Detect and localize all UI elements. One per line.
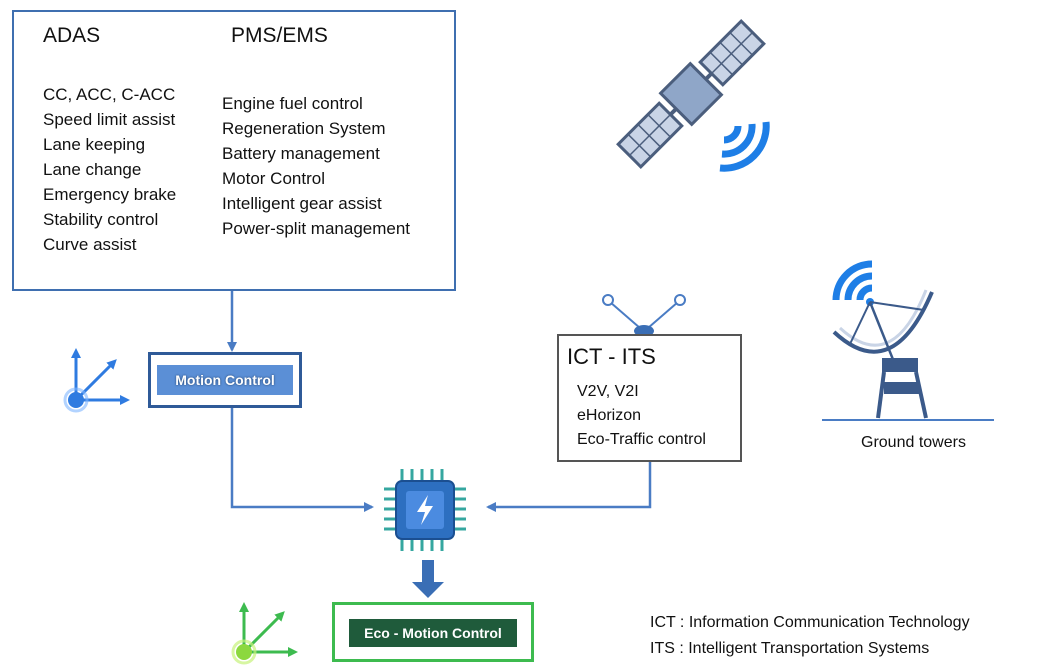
list-item: Lane change: [43, 160, 142, 179]
list-item: Stability control: [43, 210, 159, 229]
list-item: V2V, V2I: [577, 383, 639, 400]
list-item: eHorizon: [577, 407, 642, 424]
ict-its-box: ICT - ITS V2V, V2I eHorizon Eco-Traffic …: [557, 334, 742, 462]
motion-control-label: Motion Control: [157, 365, 293, 395]
legend-ict: ICT : Information Communication Technolo…: [650, 614, 970, 631]
arrow-motion-to-chip: [230, 408, 374, 512]
pms-heading: PMS/EMS: [231, 24, 328, 47]
list-item: Motor Control: [222, 169, 325, 188]
list-item: Intelligent gear assist: [222, 194, 382, 213]
axes-icon: [63, 348, 130, 413]
ground-towers-label: Ground towers: [861, 434, 966, 451]
list-item: Engine fuel control: [222, 94, 363, 113]
pms-list: Engine fuel control Regeneration System …: [222, 91, 410, 241]
legend-its: ITS : Intelligent Transportation Systems: [650, 640, 930, 657]
list-item: Regeneration System: [222, 119, 386, 138]
adas-list: CC, ACC, C-ACC Speed limit assist Lane k…: [43, 82, 176, 257]
processor-chip-icon: [384, 469, 466, 551]
arrow-ict-to-chip: [486, 462, 652, 512]
ict-its-list: V2V, V2I eHorizon Eco-Traffic control: [577, 380, 706, 452]
list-item: Speed limit assist: [43, 110, 176, 129]
adas-heading: ADAS: [43, 24, 101, 47]
antenna-icon: [602, 294, 686, 337]
adas-pms-box: ADAS PMS/EMS CC, ACC, C-ACC Speed limit …: [12, 10, 456, 291]
list-item: Battery management: [222, 144, 380, 163]
satellite-icon: [616, 19, 770, 172]
eco-motion-control-box: Eco - Motion Control: [332, 602, 534, 662]
satellite-dish-icon: [822, 260, 994, 421]
list-item: Curve assist: [43, 235, 137, 254]
list-item: CC, ACC, C-ACC: [43, 85, 176, 104]
list-item: Power-split management: [222, 219, 411, 238]
list-item: Lane keeping: [43, 135, 146, 154]
motion-control-box: Motion Control: [148, 352, 302, 408]
ict-its-title: ICT - ITS: [567, 344, 656, 369]
list-item: Emergency brake: [43, 185, 177, 204]
eco-motion-control-label: Eco - Motion Control: [349, 619, 517, 647]
arrow-chip-to-eco: [412, 560, 444, 598]
axes-icon: [231, 602, 298, 665]
list-item: Eco-Traffic control: [577, 431, 706, 448]
